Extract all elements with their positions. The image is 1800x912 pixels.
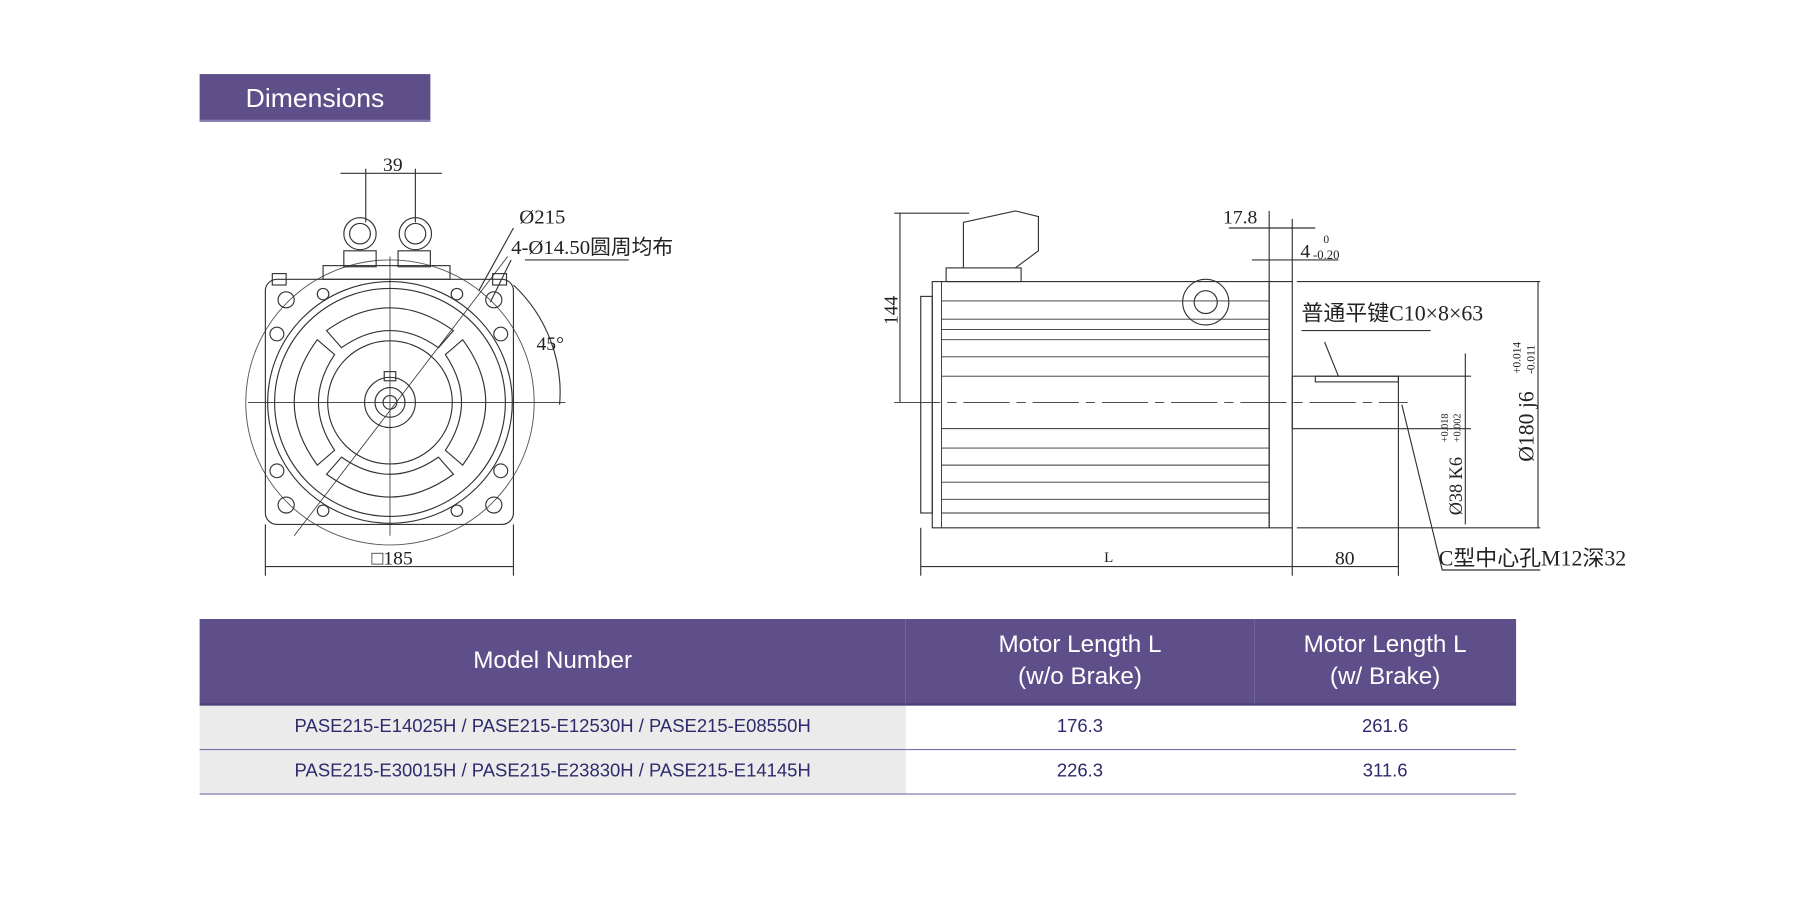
dim-spigot-tol-lower: -0.20 <box>1313 248 1339 262</box>
table-row: PASE215-E14025H / PASE215-E12530H / PASE… <box>199 704 1517 751</box>
center-hole-note: C型中心孔M12深32 <box>1439 547 1626 571</box>
length-with-brake-cell: 311.6 <box>1254 749 1517 795</box>
dim-holes: 4-Ø14.50圆周均布 <box>511 236 673 259</box>
dim-shaft-tol-upper: +0.018 <box>1440 413 1451 442</box>
dim-shaft-length: 80 <box>1335 548 1355 569</box>
dim-angle: 45° <box>537 334 564 355</box>
table-row: PASE215-E30015H / PASE215-E23830H / PASE… <box>199 749 1517 795</box>
dim-spigot-tol-upper: 0 <box>1323 234 1329 246</box>
header-length-with-brake: Motor Length L (w/ Brake) <box>1254 619 1517 706</box>
dim-flange: 17.8 <box>1223 208 1257 229</box>
dim-circle: Ø215 <box>519 207 565 229</box>
header-label: Model Number <box>473 647 633 674</box>
model-cell: PASE215-E30015H / PASE215-E23830H / PASE… <box>199 749 906 795</box>
length-without-brake-cell: 226.3 <box>905 749 1255 795</box>
dim-height: 144 <box>882 296 903 325</box>
model-cell: PASE215-E14025H / PASE215-E12530H / PASE… <box>199 704 906 751</box>
dim-pilot: Ø180 j6 <box>1514 391 1538 461</box>
length-with-brake-cell: 261.6 <box>1254 704 1517 751</box>
table-header-row: Model Number Motor Length L (w/o Brake) M… <box>199 619 1517 706</box>
header-sublabel: (w/ Brake) <box>1329 663 1441 690</box>
dim-pilot-tol-upper: +0.014 <box>1512 342 1524 374</box>
dim-length: L <box>1104 550 1113 566</box>
dim-connector-spacing: 39 <box>383 155 403 176</box>
dim-shaft: Ø38 K6 <box>1446 457 1466 515</box>
header-model-number: Model Number <box>199 619 906 706</box>
motor-length-table: Model Number Motor Length L (w/o Brake) M… <box>199 619 1517 795</box>
dim-shaft-tol-lower: +0.002 <box>1453 413 1464 442</box>
section-title: Dimensions <box>199 74 431 122</box>
front-view-drawing <box>245 168 629 576</box>
header-length-without-brake: Motor Length L (w/o Brake) <box>905 619 1255 706</box>
dim-spigot: 4 <box>1300 242 1310 263</box>
header-label: Motor Length L <box>998 631 1162 658</box>
dim-pilot-tol-lower: -0.011 <box>1526 345 1538 374</box>
key-note: 普通平键C10×8×63 <box>1301 301 1483 325</box>
dim-square: □185 <box>372 548 413 569</box>
header-sublabel: (w/o Brake) <box>1018 663 1142 690</box>
side-view-drawing <box>894 210 1541 576</box>
length-without-brake-cell: 176.3 <box>905 704 1255 751</box>
header-label: Motor Length L <box>1303 631 1467 658</box>
